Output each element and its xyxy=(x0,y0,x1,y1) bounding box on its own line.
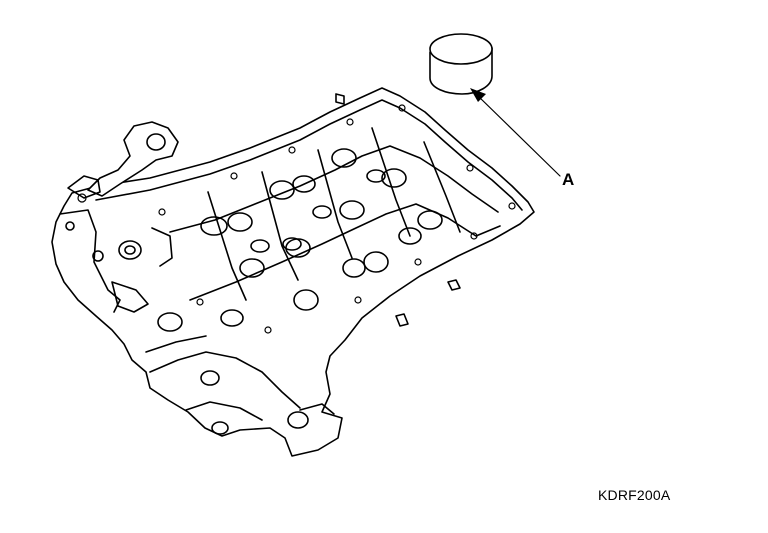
valve-lifter xyxy=(363,251,389,273)
valve-lifter xyxy=(398,227,422,245)
bolt-hole xyxy=(470,232,478,240)
callout-arrowhead xyxy=(470,88,486,102)
tappet-bucket-top xyxy=(429,33,493,65)
valve-lifter xyxy=(269,180,295,200)
cam-bay-partition xyxy=(423,141,461,233)
valve-lifter xyxy=(239,258,265,278)
port-face xyxy=(145,309,335,435)
bolt-hole xyxy=(65,221,75,231)
tappet-bucket xyxy=(429,33,493,95)
exhaust-port xyxy=(211,421,229,435)
camshaft-bore-inner xyxy=(124,245,136,255)
bolt-hole xyxy=(264,326,272,334)
bolt-hole xyxy=(354,296,362,304)
spark-plug-port xyxy=(282,237,302,251)
valve-lifter xyxy=(331,148,357,168)
figure-code: KDRF200A xyxy=(598,487,671,503)
bolt-holes xyxy=(77,104,516,334)
spark-plug-port xyxy=(312,205,332,219)
bolt-hole xyxy=(414,258,422,266)
cam-bay-partition xyxy=(317,149,353,259)
bolt-hole xyxy=(158,208,166,216)
manifold-flange xyxy=(149,351,301,409)
spark-plug-port xyxy=(250,239,270,253)
cylinder-head-deck-edge xyxy=(95,99,523,211)
valve-lifter xyxy=(342,258,366,278)
valve-lifter xyxy=(381,168,407,188)
manifold-flange xyxy=(185,401,263,421)
exhaust-port xyxy=(287,411,309,429)
bolt-hole xyxy=(196,298,204,306)
mounting-stud xyxy=(447,279,461,291)
callout-leader-line xyxy=(475,93,561,177)
exhaust-port xyxy=(200,370,220,386)
bolt-hole xyxy=(466,164,474,172)
spark-plug-port xyxy=(366,169,386,183)
callout-leader xyxy=(470,88,561,177)
bolt-hole xyxy=(230,172,238,180)
valve-lifter xyxy=(339,200,365,220)
manifold-flange xyxy=(145,335,207,353)
front-cover-flange xyxy=(59,209,121,313)
cam-bay-partition xyxy=(261,171,299,281)
exhaust-port xyxy=(220,309,244,327)
manifold-flange xyxy=(299,403,335,415)
lifting-bracket xyxy=(67,121,179,199)
bolt-hole xyxy=(288,146,296,154)
front-cover-detail xyxy=(111,281,149,313)
lifting-bracket-base xyxy=(67,175,101,199)
bolt-hole xyxy=(508,202,516,210)
lifting-bracket-hole xyxy=(146,133,166,151)
valve-lifter xyxy=(200,216,228,236)
exhaust-port xyxy=(157,312,183,332)
cam-bay-partition xyxy=(371,127,411,237)
valve-lifter-group xyxy=(200,148,443,311)
bolt-hole xyxy=(398,104,406,112)
cylinder-head xyxy=(51,87,535,457)
callout-label-a: A xyxy=(562,170,575,189)
bolt-hole xyxy=(346,118,354,126)
cylinder-head-inner-rail xyxy=(169,145,499,233)
front-cover-detail xyxy=(151,227,173,267)
mounting-stud xyxy=(335,93,345,105)
bolt-hole xyxy=(92,250,104,262)
valve-lifter xyxy=(292,175,316,193)
cylinder-head-inner-rail-lower xyxy=(189,203,501,301)
valve-lifter xyxy=(293,289,319,311)
cylinder-head-outline xyxy=(51,87,535,457)
valve-lifter xyxy=(227,212,253,232)
mounting-stud xyxy=(395,313,409,327)
camshaft-bore xyxy=(118,240,142,260)
valve-lifter xyxy=(417,210,443,230)
lifting-bracket-arm xyxy=(87,121,179,197)
